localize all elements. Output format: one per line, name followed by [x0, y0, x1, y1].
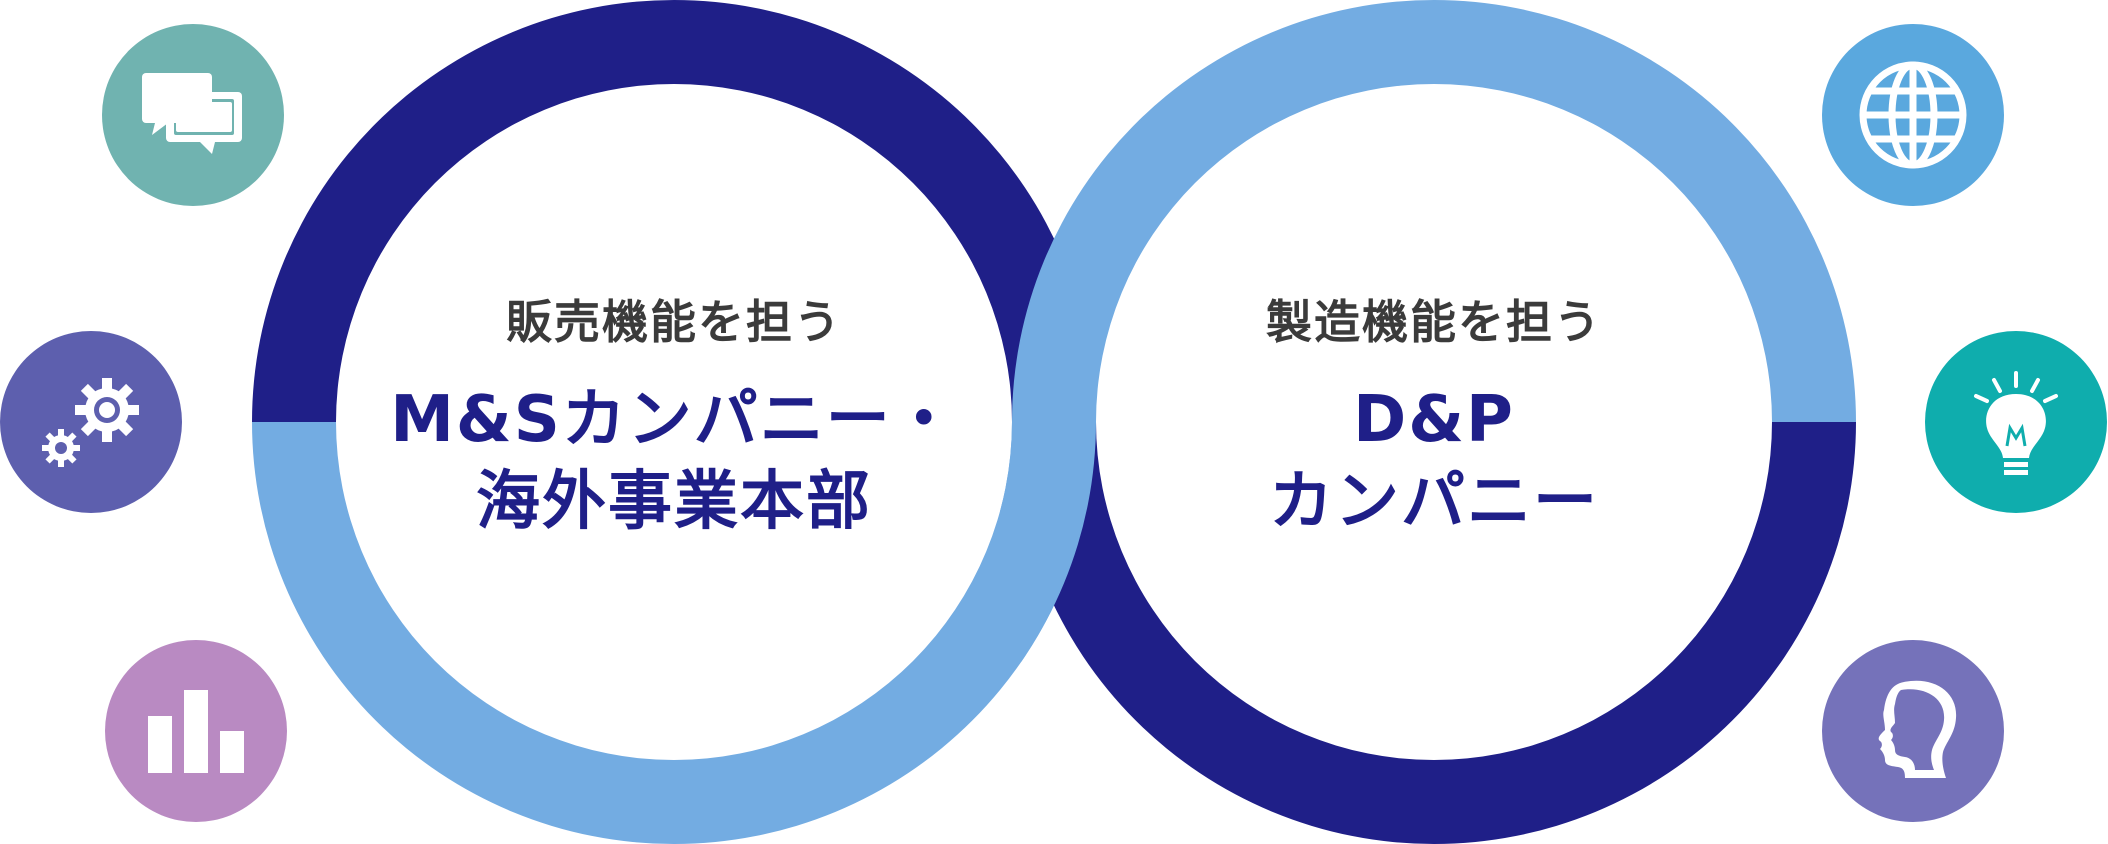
globe-icon: [1822, 24, 2004, 206]
chat-bubbles-icon: [102, 24, 284, 206]
left-unit-name: M&Sカンパニー・ 海外事業本部: [334, 379, 1014, 543]
left-ring: [252, 0, 1096, 844]
left-ring-bottom-arc: [252, 422, 1096, 844]
right-unit-name-line2: カンパニー: [1269, 465, 1599, 539]
left-caption: 販売機能を担う: [506, 295, 842, 349]
right-unit-name: D&P カンパニー: [1134, 379, 1734, 543]
right-ring-bottom-arc: [1012, 422, 1856, 844]
head-profile-icon: [1822, 640, 2004, 822]
right-ring: [1012, 0, 1856, 844]
left-unit-name-line1: M&Sカンパニー・: [390, 383, 958, 457]
left-ring-overlap-arc: [1000, 422, 1096, 662]
right-caption: 製造機能を担う: [1266, 295, 1602, 349]
gears-icon: [0, 331, 182, 513]
bar-chart-icon: [105, 640, 287, 822]
left-ring-top-arc: [252, 0, 1096, 422]
right-unit-name-line1: D&P: [1353, 383, 1515, 457]
lightbulb-icon: [1925, 331, 2107, 513]
left-unit-name-line2: 海外事業本部: [476, 465, 872, 539]
right-ring-top-arc: [1012, 0, 1856, 422]
